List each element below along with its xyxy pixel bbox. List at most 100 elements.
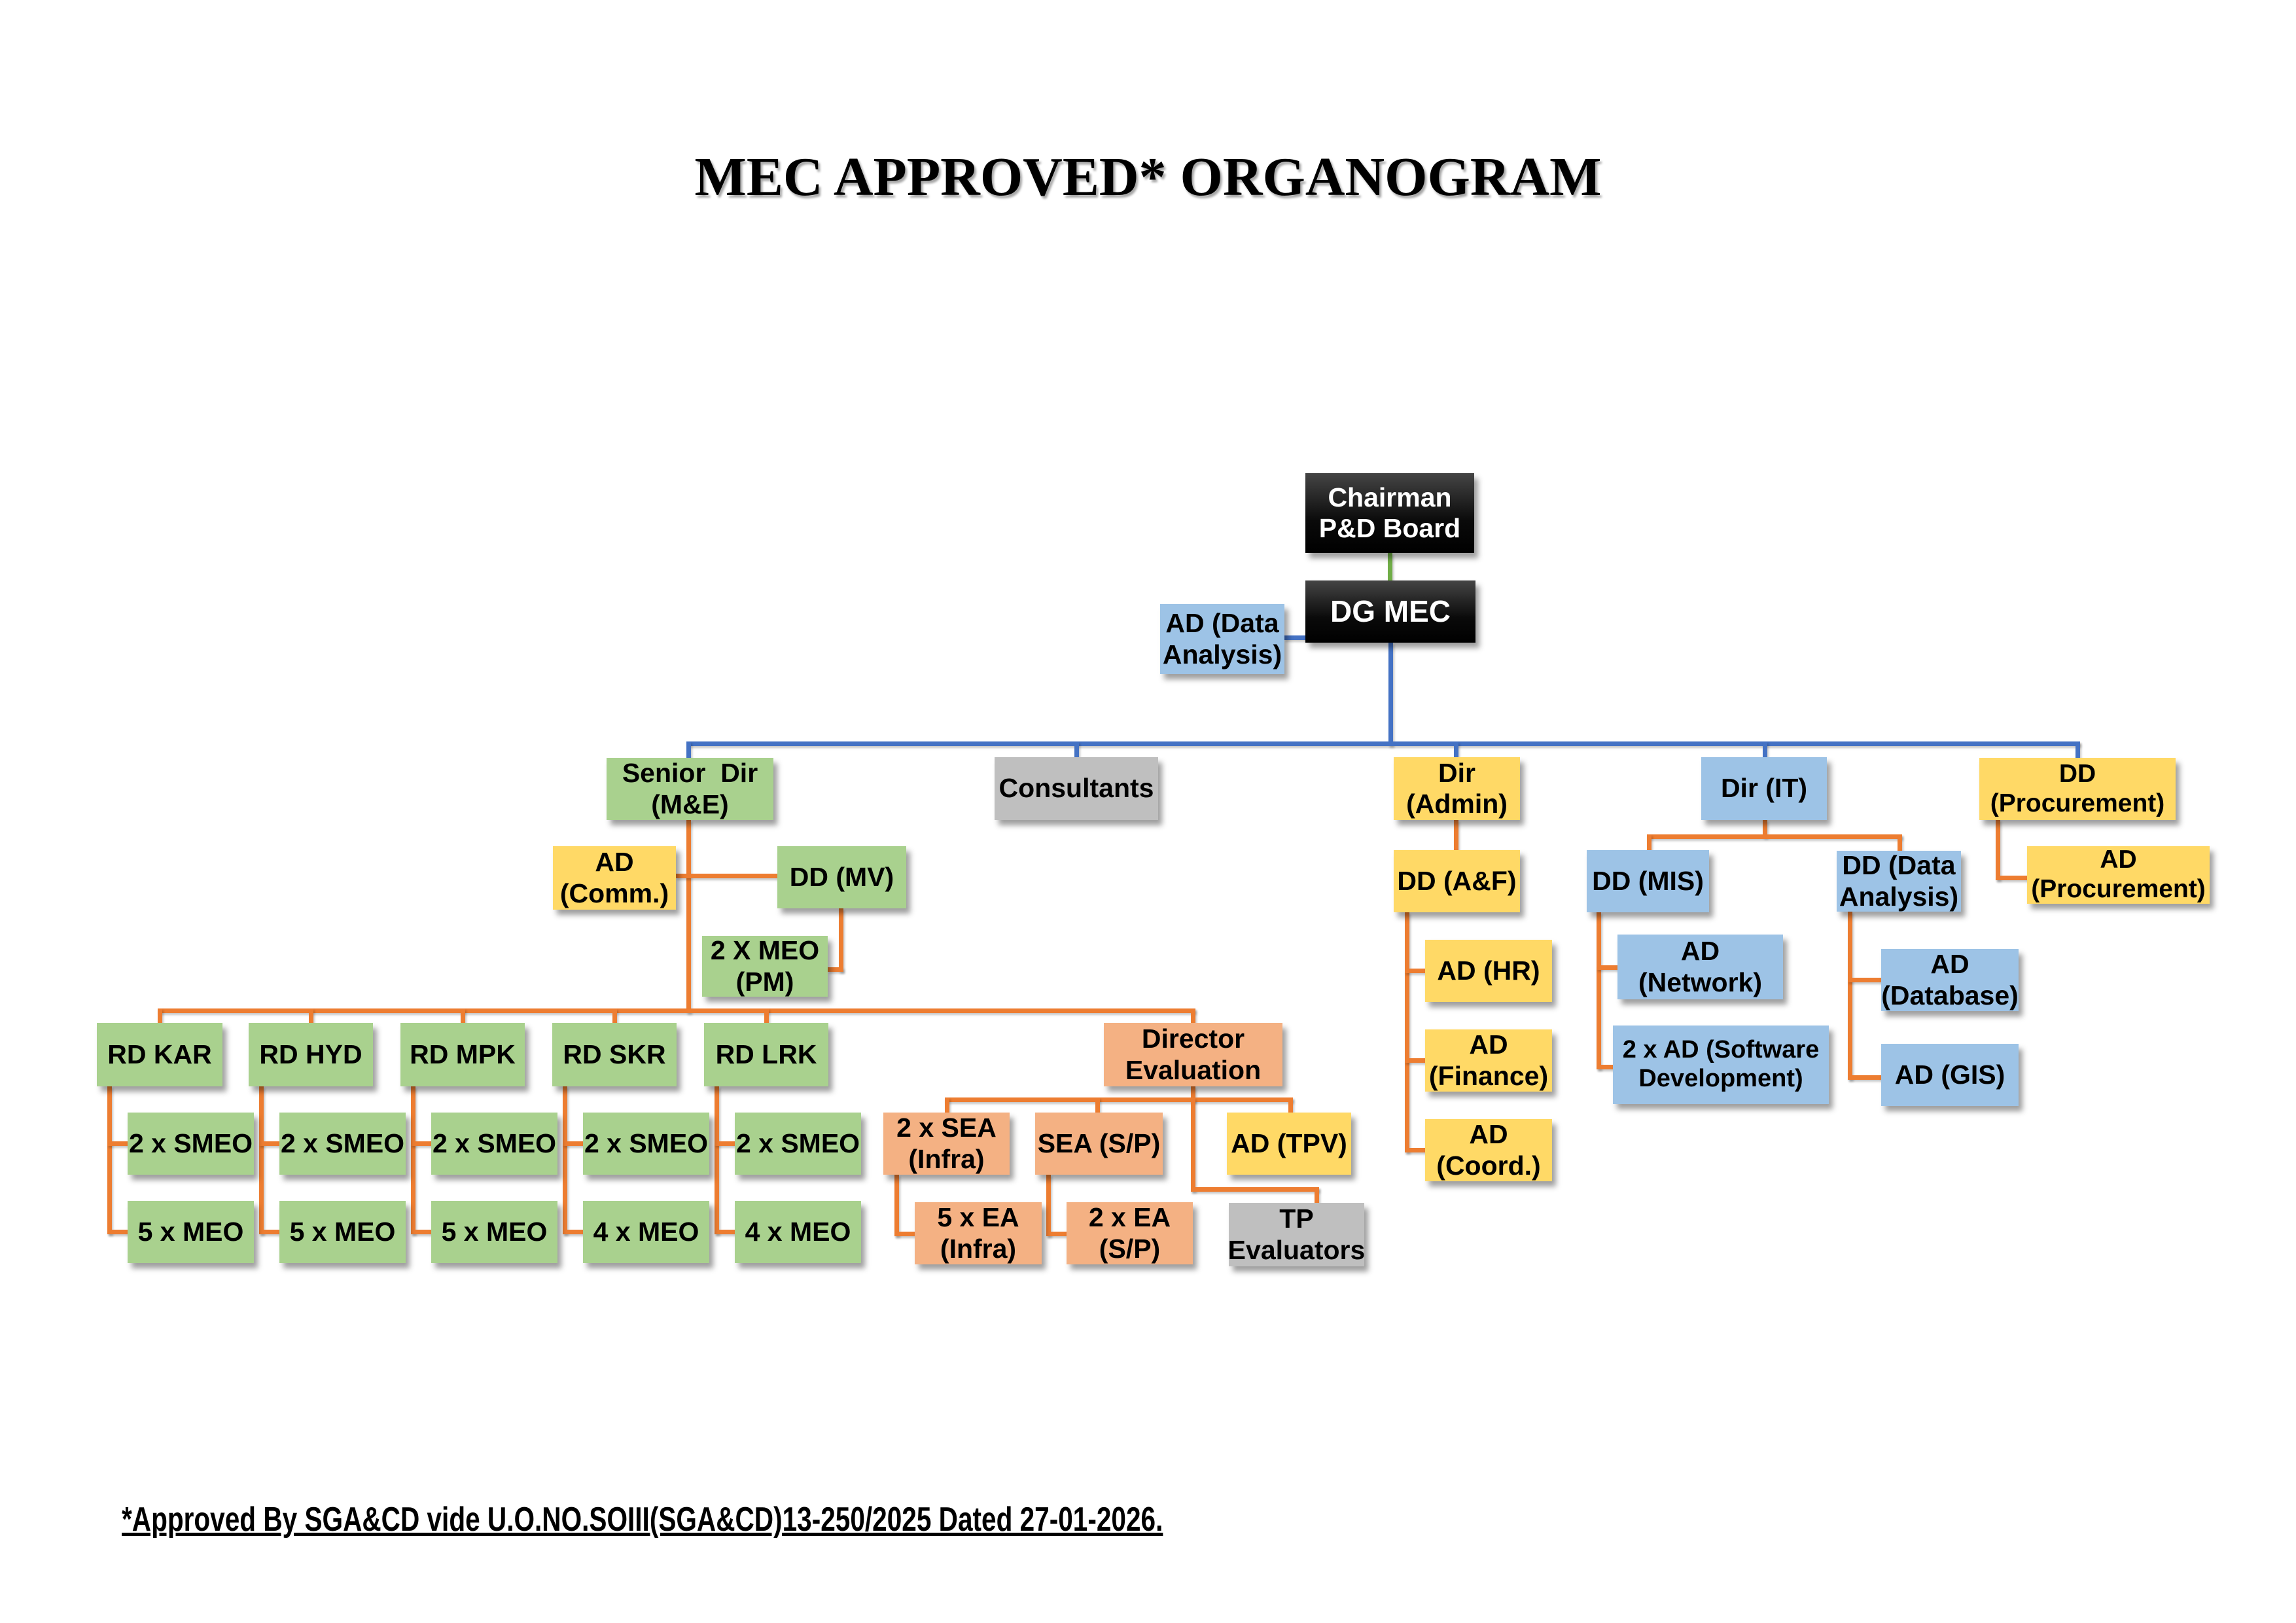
connector-line [894,1232,916,1236]
sea-infra-label: 2 x SEA (Infra) [896,1113,997,1174]
approval-footnote: *Approved By SGA&CD vide U.O.NO.SOIII(SG… [122,1501,1163,1539]
smeo-mpk-box: 2 x SMEO [431,1113,557,1175]
rd-skr-box: RD SKR [552,1023,677,1086]
ad-tpv-label: AD (TPV) [1231,1128,1347,1158]
smeo-hyd-box: 2 x SMEO [279,1113,406,1175]
dir-it-label: Dir (IT) [1720,773,1808,804]
meo-lrk-box: 4 x MEO [735,1201,861,1263]
tp-evaluators-box: TP Evaluators [1227,1203,1366,1266]
connector-line [715,1230,736,1234]
ad-coord-label: AD (Coord.) [1436,1119,1541,1181]
meo-kar-label: 5 x MEO [137,1216,244,1247]
rd-mpk-label: RD MPK [410,1039,516,1069]
connector-line [1315,1187,1319,1205]
connector-line [1095,1097,1100,1115]
ad-procurement-label: AD (Procurement) [2031,846,2206,903]
dd-procurement-box: DD (Procurement) [1979,758,2176,820]
dd-data-analysis-box: DD (Data Analysis) [1837,850,1961,912]
dd-af-label: DD (A&F) [1397,865,1517,896]
rd-kar-box: RD KAR [97,1023,222,1086]
dd-procurement-label: DD (Procurement) [1990,759,2165,817]
ad-software-development-label: 2 x AD (Software Development) [1622,1036,1820,1092]
connector-line [411,1141,433,1146]
sea-sp-label: SEA (S/P) [1037,1128,1161,1158]
connector-line [686,820,691,1013]
connector-line [411,1230,433,1234]
connector-line [1848,978,1882,982]
ad-software-development-box: 2 x AD (Software Development) [1613,1026,1829,1104]
connector-line [411,1086,415,1234]
ad-database-box: AD (Database) [1881,949,2019,1011]
connector-line [1288,1097,1293,1116]
ad-database-label: AD (Database) [1881,949,2019,1010]
ad-network-box: AD (Network) [1617,935,1783,999]
connector-line [828,967,843,972]
ad-coord-box: AD (Coord.) [1425,1119,1552,1181]
connector-line [839,908,843,972]
rd-kar-label: RD KAR [107,1039,212,1069]
ad-hr-label: AD (HR) [1437,955,1540,986]
senior-dir-me-box: Senior Dir (M&E) [607,758,773,820]
connector-line [1454,741,1458,758]
connector-line [894,1175,899,1236]
meo-mpk-label: 5 x MEO [441,1216,548,1247]
connector-line [309,1008,313,1024]
connector-line [1898,834,1902,852]
connector-line [461,1008,465,1024]
ea-sp-label: 2 x EA (S/P) [1088,1202,1171,1264]
smeo-hyd-label: 2 x SMEO [280,1128,405,1158]
meo-pm-box: 2 X MEO (PM) [702,935,828,997]
connector-line [764,1008,769,1024]
ea-infra-box: 5 x EA (Infra) [915,1202,1042,1264]
dg-mec-label: DG MEC [1330,594,1451,629]
sea-sp-box: SEA (S/P) [1035,1113,1163,1175]
connector-line [1191,1086,1195,1102]
ad-hr-box: AD (HR) [1425,940,1552,1002]
rd-mpk-box: RD MPK [400,1023,525,1086]
meo-lrk-label: 4 x MEO [745,1216,851,1247]
connector-line [1597,1065,1614,1069]
connector-line [158,1008,162,1024]
connector-line [107,1230,129,1234]
smeo-lrk-label: 2 x SMEO [735,1128,860,1158]
chairman-pd-board-label: Chairman P&D Board [1318,482,1461,543]
consultants-label: Consultants [998,773,1154,804]
ad-comm-label: AD (Comm.) [559,847,669,908]
connector-line [945,1097,949,1115]
rd-skr-label: RD SKR [563,1039,666,1069]
connector-line [688,741,2080,746]
dd-mis-box: DD (MIS) [1587,850,1709,912]
meo-skr-box: 4 x MEO [583,1201,709,1263]
director-evaluation-label: Director Evaluation [1125,1024,1262,1085]
director-evaluation-box: Director Evaluation [1104,1023,1282,1086]
dd-data-analysis-label: DD (Data Analysis) [1839,850,1959,912]
connector-line [945,1097,1293,1102]
connector-line [259,1230,281,1234]
connector-line [1405,1148,1426,1152]
rd-hyd-box: RD HYD [249,1023,373,1086]
connector-line [259,1141,281,1146]
connector-line [1074,741,1079,758]
meo-hyd-label: 5 x MEO [289,1216,396,1247]
connector-line [1996,876,2028,880]
smeo-skr-label: 2 x SMEO [584,1128,709,1158]
dd-mis-label: DD (MIS) [1592,865,1704,896]
ad-comm-box: AD (Comm.) [553,846,676,910]
connector-line [1454,820,1458,851]
connector-line [1388,553,1392,582]
connector-line [715,1141,736,1146]
connector-line [259,1086,264,1234]
page-title: MEC APPROVED* ORGANOGRAM [694,147,1602,207]
dd-mv-box: DD (MV) [777,846,906,908]
connector-line [1763,820,1767,838]
chairman-pd-board-box: Chairman P&D Board [1305,473,1474,553]
connector-line [1647,834,1651,851]
connector-line [1191,1187,1319,1192]
connector-line [612,1008,617,1024]
tp-evaluators-label: TP Evaluators [1227,1204,1366,1265]
meo-hyd-box: 5 x MEO [279,1201,406,1263]
smeo-kar-box: 2 x SMEO [128,1113,254,1175]
dir-admin-label: Dir (Admin) [1406,757,1508,819]
connector-line [715,1086,719,1234]
senior-dir-me-label: Senior Dir (M&E) [622,758,758,819]
